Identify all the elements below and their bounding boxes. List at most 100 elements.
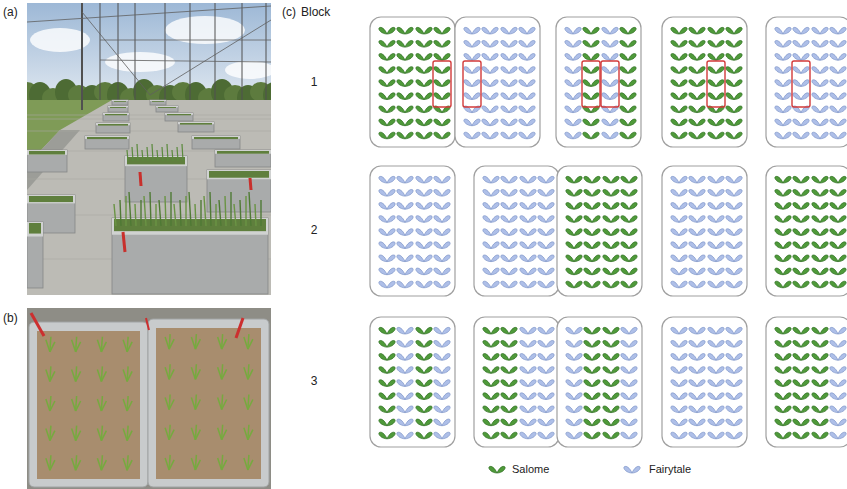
fairytale-plant-part <box>708 176 716 183</box>
fairytale-plant-part <box>734 380 742 387</box>
fairytale-plant-part <box>629 380 637 387</box>
planting-tub-part <box>215 150 271 154</box>
salome-plant-part <box>689 93 697 100</box>
fairytale-plant <box>830 406 846 413</box>
salome-plant-part <box>379 327 387 334</box>
fairytale-plant <box>434 242 450 249</box>
salome-plant-part <box>830 203 838 210</box>
fairytale-plant-part <box>621 354 629 361</box>
planting-tub <box>215 150 271 167</box>
fairytale-plant-part <box>501 93 509 100</box>
salome-plant <box>708 27 724 34</box>
salome-plant-part <box>387 367 395 374</box>
fairytale-plant <box>520 203 536 210</box>
fairytale-plant <box>565 40 581 47</box>
fairytale-plant <box>538 354 554 361</box>
fairytale-plant-part <box>573 80 581 87</box>
fairytale-plant-part <box>519 67 527 74</box>
fairytale-plant <box>689 229 705 236</box>
salome-plant <box>621 203 637 210</box>
fairytale-plant <box>416 281 432 288</box>
salome-plant <box>689 54 705 61</box>
fairytale-plant <box>464 54 480 61</box>
fairytale-plant-part <box>416 268 424 275</box>
fairytale-plant-part <box>820 54 828 61</box>
salome-plant-part <box>387 67 395 74</box>
fairytale-plant-part <box>574 380 582 387</box>
salome-plant <box>416 40 432 47</box>
salome-plant <box>775 203 791 210</box>
planting-tub <box>556 17 641 147</box>
fairytale-plant <box>602 119 618 126</box>
salome-plant-part <box>775 367 783 374</box>
fairytale-plant-part <box>379 242 387 249</box>
salome-plant-part <box>629 176 637 183</box>
fairytale-plant <box>793 40 809 47</box>
fairytale-plant-part <box>483 216 491 223</box>
fairytale-plant <box>708 432 724 439</box>
fairytale-plant-part <box>697 380 705 387</box>
fairytale-plant <box>501 106 517 113</box>
fairytale-plant-part <box>716 242 724 249</box>
fairytale-plant-part <box>528 203 536 210</box>
salome-plant-part <box>812 367 820 374</box>
fairytale-plant-part <box>573 119 581 126</box>
fairytale-plant-part <box>387 242 395 249</box>
fairytale-plant-part <box>689 203 697 210</box>
fairytale-plant-part <box>464 27 472 34</box>
salome-plant <box>584 432 600 439</box>
fairytale-plant-part <box>565 27 573 34</box>
planting-tub <box>766 17 847 147</box>
fairytale-plant <box>501 216 517 223</box>
planting-tub <box>96 123 130 133</box>
salome-plant <box>621 216 637 223</box>
fairytale-plant-part <box>820 80 828 87</box>
salome-plant <box>621 229 637 236</box>
salome-plant-part <box>671 40 679 47</box>
fairytale-plant-part <box>697 419 705 426</box>
salome-plant <box>793 268 809 275</box>
salome-plant-part <box>629 255 637 262</box>
salome-plant-part <box>793 406 801 413</box>
salome-plant-part <box>566 203 574 210</box>
fairytale-plant <box>812 80 828 87</box>
fairytale-plant-part <box>565 40 573 47</box>
salome-plant-part <box>592 380 600 387</box>
salome-plant <box>501 367 517 374</box>
salome-plant-part <box>697 40 705 47</box>
fairytale-plant <box>689 340 705 347</box>
fairytale-plant <box>519 80 535 87</box>
fairytale-plant <box>565 93 581 100</box>
salome-plant-part <box>820 189 828 196</box>
fairytale-plant <box>520 393 536 400</box>
fairytale-plant <box>708 354 724 361</box>
planting-tub <box>557 166 642 296</box>
salome-plant <box>434 119 450 126</box>
fairytale-plant-part <box>566 340 574 347</box>
fairytale-plant-part <box>775 54 783 61</box>
planting-tub-part <box>474 166 559 296</box>
fairytale-plant <box>520 229 536 236</box>
fairytale-plant-part <box>574 327 582 334</box>
salome-plant-part <box>783 281 791 288</box>
salome-plant-part <box>838 229 846 236</box>
fairytale-plant <box>434 419 450 426</box>
salome-plant-part <box>708 67 716 74</box>
salome-plant-part <box>603 255 611 262</box>
fairytale-plant <box>538 203 554 210</box>
salome-plant-part <box>603 380 611 387</box>
salome-plant-part <box>611 340 619 347</box>
salome-plant-part <box>783 203 791 210</box>
field-photo-part <box>195 204 196 226</box>
fairytale-plant-part <box>520 367 528 374</box>
fairytale-plant-part <box>812 54 820 61</box>
fairytale-plant-part <box>528 393 536 400</box>
fairytale-plant-part <box>726 176 734 183</box>
salome-plant <box>793 216 809 223</box>
fairytale-plant-part <box>671 432 679 439</box>
salome-plant <box>566 268 582 275</box>
salome-plant-part <box>379 354 387 361</box>
fairytale-plant <box>812 119 828 126</box>
fairytale-plant-part <box>671 340 679 347</box>
salome-plant <box>793 281 809 288</box>
